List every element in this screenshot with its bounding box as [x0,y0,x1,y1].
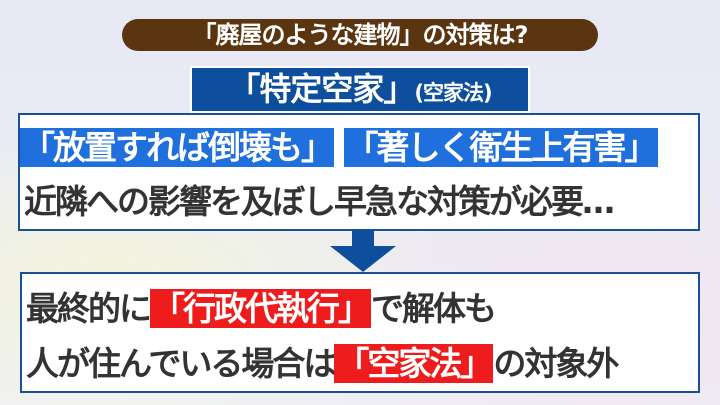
result-line-1: 最終的に「行政代執行」で解体も [26,282,497,330]
result-line-1-post: で解体も [371,289,497,328]
down-arrow-icon [330,230,396,272]
condition-line-1: 「放置すれば倒壊も」 「著しく衛生上有害」 [20,121,658,169]
subtitle-main: 「特定空家」 [228,70,415,108]
highlight-collapse: 「放置すれば倒壊も」 [20,128,334,167]
highlight-vacant-house-law: 「空家法」 [334,344,494,383]
headline-title: 「廃屋のような建物」の対策は? [122,19,598,51]
result-line-2-post: の対象外 [493,344,619,383]
condition-line-2: 近隣への影響を及ぼし早急な対策が必要… [24,182,615,221]
subtitle-banner: 「特定空家」(空家法) [190,66,530,113]
result-line-1-pre: 最終的に [26,289,152,328]
result-box: 最終的に「行政代執行」で解体も 人が住んでいる場合は「空家法」の対象外 [20,272,700,393]
result-line-2: 人が住んでいる場合は「空家法」の対象外 [26,337,619,385]
result-line-2-pre: 人が住んでいる場合は [26,344,336,383]
condition-box: 「放置すれば倒壊も」 「著しく衛生上有害」 近隣への影響を及ぼし早急な対策が必要… [18,113,700,231]
highlight-administrative-execution: 「行政代執行」 [150,289,371,328]
highlight-hygiene: 「著しく衛生上有害」 [343,128,658,167]
subtitle-paren: (空家法) [414,81,492,105]
